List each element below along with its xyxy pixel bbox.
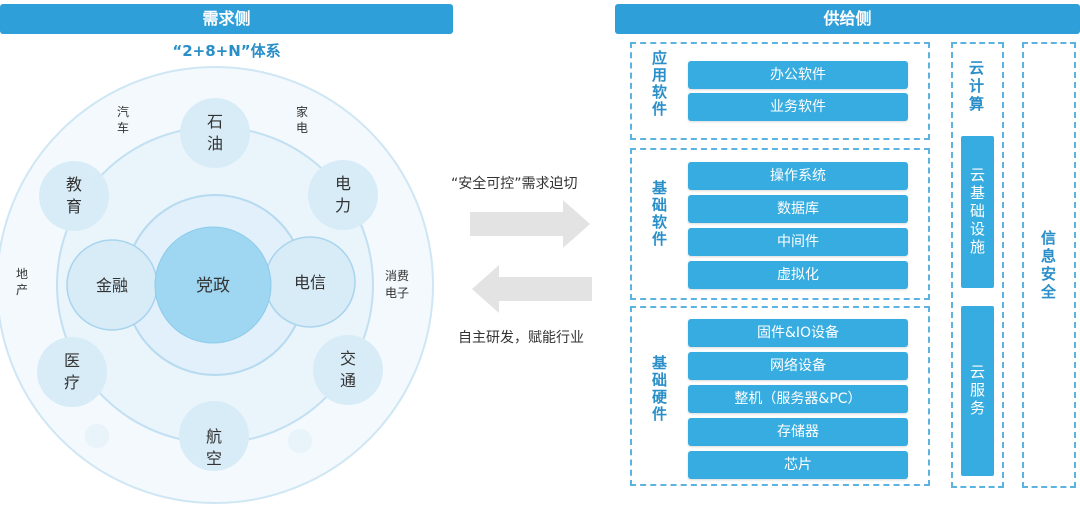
item-server-pc: 整机（服务器&PC） [688,385,908,413]
ring3-char: 石 [207,112,223,131]
ring3-char: 交 [340,349,356,368]
decor-dot-right [288,429,312,453]
item-os: 操作系统 [688,162,908,190]
right-arrow-icon [470,200,590,248]
transport-label: 交通 [340,349,356,390]
item-chip: 芯片 [688,451,908,479]
decor-dot-left [85,424,109,448]
realestate-label-1: 地 [16,267,28,281]
security-label: 信息安全 [1039,230,1057,302]
ring3-char: 教 [66,175,82,194]
item-office-software: 办公软件 [688,61,908,89]
cloud-service-bar: 云服务 [961,306,994,476]
demand-to-supply-text: “安全可控”需求迫切 [451,176,578,192]
ring3-char: 空 [206,449,222,468]
power-circle [308,160,378,230]
item-middleware: 中间件 [688,228,908,256]
item-firmware-io: 固件&IO设备 [688,319,908,347]
appliance-label-1: 家 [296,104,308,119]
app-software-box [630,42,930,140]
ring3-char: 油 [207,134,223,153]
aviation-circle [179,401,249,471]
telecom-label: 电信 [294,273,326,292]
ring3-char: 航 [206,427,222,446]
car-label-1: 汽 [117,104,129,119]
cloud-box [951,42,1004,488]
oil-label: 石油 [207,112,223,153]
app-software-label: 应用软件 [650,50,668,118]
ring3-char: 育 [66,197,82,216]
item-virtualization: 虚拟化 [688,261,908,289]
appliance-label-2: 电 [296,121,308,135]
aviation-label: 航空 [206,427,222,468]
power-label: 电力 [335,174,351,215]
consumer-label-2: 电子 [385,286,409,300]
demand-side-header: 需求侧 [0,4,453,34]
ring3-char: 医 [64,351,80,370]
oil-circle [180,98,250,168]
base-software-label: 基础软件 [650,180,668,248]
transport-circle [313,335,383,405]
medical-circle [37,337,107,407]
item-storage: 存储器 [688,418,908,446]
ring3-char: 疗 [64,373,80,392]
security-box [1022,42,1076,488]
realestate-label-2: 产 [16,283,28,297]
medical-label: 医疗 [64,351,80,392]
demand-circle-diagram: 党政 金融 电信 石油 电力 交通 航空 医疗 教育 汽 车 家 电 地 产 消… [0,66,434,504]
education-label: 教育 [66,175,82,216]
core-circle [154,226,272,344]
cloud-infra-bar: 云基础设施 [961,136,994,288]
item-network-device: 网络设备 [688,352,908,380]
item-database: 数据库 [688,195,908,223]
education-circle [39,161,109,231]
left-arrow-icon [472,265,592,313]
item-business-software: 业务软件 [688,93,908,121]
ring3-char: 力 [335,196,351,215]
base-software-box [630,148,930,300]
core-label: 党政 [196,276,230,296]
finance-label: 金融 [96,276,128,295]
ring3-char: 电 [335,174,351,193]
cloud-infra-label: 云基础设施 [968,167,986,257]
car-label-2: 车 [117,120,129,135]
base-hardware-box [630,306,930,486]
supply-side-header: 供给侧 [615,4,1080,34]
demand-subtitle: “2+8+N”体系 [172,42,281,60]
cloud-label: 云计算 [967,60,985,114]
consumer-label-1: 消费 [385,269,409,283]
base-hardware-label: 基础硬件 [650,355,668,423]
cloud-service-label: 云服务 [968,364,986,418]
ring3-char: 通 [340,371,356,390]
supply-to-demand-text: 自主研发，赋能行业 [458,330,584,346]
